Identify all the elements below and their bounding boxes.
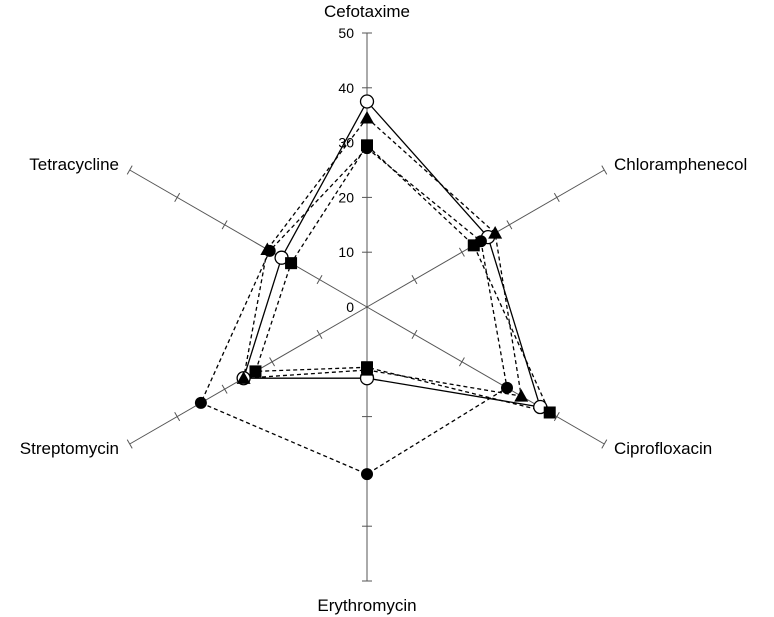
series-1-point-cefotaxime — [359, 94, 375, 109]
tick-mark-tetracycline-50 — [126, 165, 133, 175]
tick-mark-tetracycline-10 — [316, 275, 323, 285]
tick-mark-tetracycline-30 — [221, 220, 228, 230]
tick-mark-tetracycline-40 — [174, 192, 181, 202]
tick-label-40: 40 — [338, 80, 354, 96]
tick-mark-chloramphenecol-20 — [458, 247, 465, 257]
series-2-point-ciprofloxacin — [501, 381, 514, 394]
axis-label-streptomycin: Streptomycin — [20, 439, 119, 458]
tick-mark-chloramphenecol-10 — [411, 275, 418, 285]
series-3-point-tetracycline — [260, 242, 275, 256]
series-3-point-cefotaxime — [360, 110, 374, 124]
axis-label-erythromycin: Erythromycin — [317, 596, 416, 615]
tick-label-20: 20 — [338, 189, 354, 205]
labels-layer: 0 10 20 30 40 50 CefotaximeChloramphenecolCipr… — [20, 2, 747, 615]
series-layer — [194, 94, 556, 481]
series-4-line — [254, 144, 551, 414]
tick-label-30: 30 — [338, 135, 354, 151]
tick-mark-ciprofloxacin-50 — [601, 439, 608, 449]
axis-label-cefotaxime: Cefotaxime — [324, 2, 410, 21]
series-3-point-streptomycin — [236, 371, 251, 384]
series-3-point-ciprofloxacin — [514, 389, 529, 402]
series-4-point-cefotaxime — [361, 139, 373, 152]
tick-mark-streptomycin-10 — [316, 329, 323, 339]
tick-mark-ciprofloxacin-10 — [411, 329, 418, 339]
axis-ciprofloxacin — [366, 306, 605, 445]
series-4-point-streptomycin — [249, 365, 262, 378]
tick-label-50: 50 — [338, 25, 354, 41]
series-2-point-streptomycin — [194, 396, 207, 409]
tick-mark-ciprofloxacin-20 — [458, 357, 465, 367]
tick-mark-streptomycin-20 — [269, 357, 276, 367]
axis-label-ciprofloxacin: Ciprofloxacin — [614, 439, 712, 458]
tick-mark-streptomycin-30 — [221, 384, 228, 394]
series-4-point-erythromycin — [361, 361, 373, 374]
tick-mark-chloramphenecol-30 — [506, 220, 513, 230]
tick-label-10: 10 — [338, 244, 354, 260]
series-1-line — [242, 100, 542, 408]
series-2-point-erythromycin — [361, 468, 373, 481]
tick-mark-streptomycin-50 — [126, 439, 133, 449]
tick-mark-chloramphenecol-40 — [553, 192, 560, 202]
axis-label-chloramphenecol: Chloramphenecol — [614, 155, 747, 174]
tick-mark-chloramphenecol-50 — [601, 165, 608, 175]
series-4-point-ciprofloxacin — [543, 406, 556, 419]
tick-label-0: 0 — [346, 299, 354, 315]
tick-mark-streptomycin-40 — [174, 412, 181, 422]
axis-tetracycline — [129, 169, 368, 308]
series-4-point-tetracycline — [285, 257, 298, 270]
series-3-point-chloramphenecol — [488, 226, 503, 239]
axis-label-tetracycline: Tetracycline — [29, 155, 119, 174]
series-4-point-chloramphenecol — [467, 239, 480, 252]
tick-mark-ciprofloxacin-40 — [553, 412, 560, 422]
